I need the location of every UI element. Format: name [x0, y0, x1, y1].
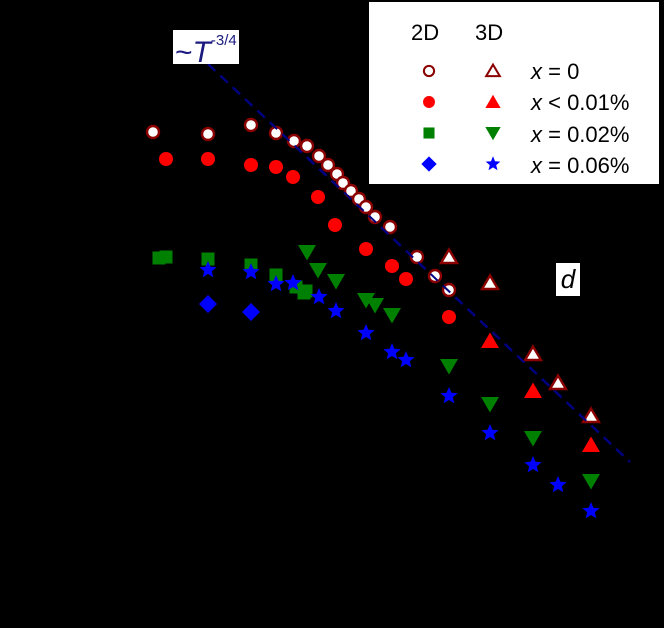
open-circle-marker-icon: [358, 199, 374, 215]
star-marker-icon: [310, 288, 328, 305]
star-marker-icon: [327, 302, 345, 319]
circle-marker-icon: [423, 96, 435, 108]
circle-marker-icon: [159, 152, 173, 166]
open-circle-marker-icon: [243, 117, 259, 133]
star-marker-icon: [549, 476, 567, 493]
open-circle-marker-icon: [200, 126, 216, 142]
slope-annotation: ~T-3/4: [173, 30, 239, 69]
panel-label: d: [556, 263, 580, 296]
circle-marker-icon: [286, 170, 300, 184]
triangle-down-marker-icon: [440, 359, 458, 375]
legend-header-2d: 2D: [411, 20, 440, 45]
series-3d-x-0-02-: [298, 245, 600, 490]
legend-header-3d: 3D: [475, 20, 504, 45]
star-marker-icon: [485, 156, 501, 171]
triangle-down-marker-icon: [485, 127, 501, 141]
triangle-up-marker-icon: [485, 94, 501, 108]
open-circle-marker-icon: [311, 148, 327, 164]
legend-markers: [421, 62, 502, 172]
diamond-marker-icon: [421, 156, 437, 172]
series-2d-x-0-01-: [159, 152, 456, 324]
legend-label-x002: x = 0.02%: [531, 122, 630, 147]
circle-marker-icon: [442, 310, 456, 324]
power-law-guide-line: [207, 63, 631, 463]
circle-marker-icon: [399, 272, 413, 286]
star-marker-icon: [357, 324, 375, 341]
open-triangle-up-marker-icon: [580, 406, 602, 424]
series-3d-x-0-06-: [199, 261, 600, 519]
star-marker-icon: [383, 343, 401, 360]
open-triangle-up-marker-icon: [479, 273, 501, 291]
star-marker-icon: [582, 502, 600, 519]
open-circle-marker-icon: [427, 268, 443, 284]
circle-marker-icon: [385, 259, 399, 273]
triangle-up-marker-icon: [582, 436, 600, 452]
triangle-up-marker-icon: [524, 382, 542, 398]
circle-marker-icon: [359, 242, 373, 256]
circle-marker-icon: [328, 218, 342, 232]
triangle-down-marker-icon: [366, 298, 384, 314]
triangle-up-marker-icon: [481, 332, 499, 348]
legend-label-x0: x = 0: [531, 59, 580, 84]
open-triangle-up-marker-icon: [438, 247, 460, 265]
open-circle-marker-icon: [409, 249, 425, 265]
triangle-down-marker-icon: [298, 245, 316, 261]
open-circle-marker-icon: [286, 133, 302, 149]
circle-marker-icon: [244, 158, 258, 172]
open-circle-marker-icon: [145, 124, 161, 140]
square-marker-icon: [423, 127, 435, 139]
legend-label-x006: x = 0.06%: [531, 153, 630, 178]
triangle-down-marker-icon: [524, 431, 542, 447]
star-marker-icon: [284, 274, 302, 291]
series-3d-x-0: [438, 247, 602, 424]
square-marker-icon: [201, 252, 215, 266]
triangle-down-marker-icon: [582, 474, 600, 490]
circle-marker-icon: [311, 190, 325, 204]
open-triangle-up-marker-icon: [484, 62, 502, 78]
star-marker-icon: [524, 456, 542, 473]
star-marker-icon: [267, 275, 285, 292]
triangle-down-marker-icon: [309, 263, 327, 279]
series-2d-x-0-06-: [199, 295, 260, 321]
series-2d-x-0: [145, 117, 457, 298]
triangle-down-marker-icon: [357, 293, 375, 309]
star-marker-icon: [481, 424, 499, 441]
open-circle-marker-icon: [299, 138, 315, 154]
circle-marker-icon: [269, 160, 283, 174]
open-circle-marker-icon: [422, 64, 436, 78]
triangle-down-marker-icon: [383, 308, 401, 324]
star-marker-icon: [397, 351, 415, 368]
square-marker-icon: [159, 250, 173, 264]
diamond-marker-icon: [242, 303, 260, 321]
open-circle-marker-icon: [320, 157, 336, 173]
diamond-marker-icon: [199, 295, 217, 313]
series-2d-x-0-02-: [152, 250, 313, 300]
star-marker-icon: [440, 387, 458, 404]
series-3d-x-0-01-: [481, 332, 600, 452]
open-circle-marker-icon: [382, 219, 398, 235]
circle-marker-icon: [201, 152, 215, 166]
triangle-down-marker-icon: [327, 274, 345, 290]
open-triangle-up-marker-icon: [547, 373, 569, 391]
legend-label-x001: x < 0.01%: [531, 90, 630, 115]
star-marker-icon: [199, 261, 217, 278]
square-marker-icon: [297, 286, 311, 300]
legend: 2D 3D x = 0 x < 0.01% x = 0.02% x = 0.06…: [369, 2, 659, 184]
triangle-down-marker-icon: [481, 397, 499, 413]
open-triangle-up-marker-icon: [522, 344, 544, 362]
star-marker-icon: [242, 263, 260, 280]
